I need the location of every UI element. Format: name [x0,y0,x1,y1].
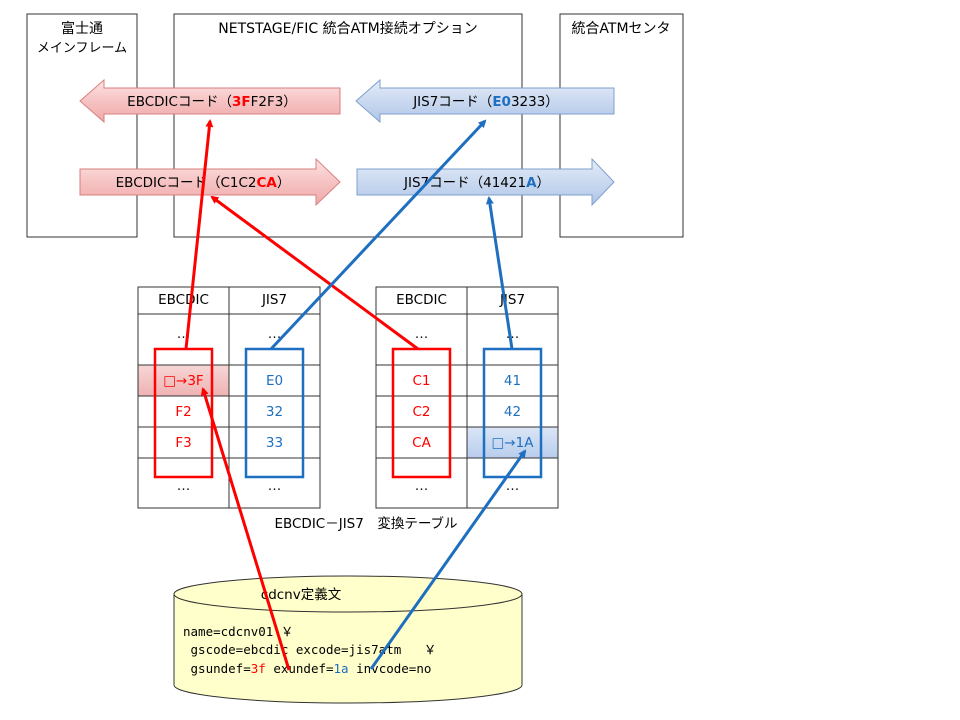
table-caption: EBCDIC－JIS7 変換テーブル [274,515,457,532]
ebcdic-out-label: EBCDICコード（3FF2F3） [127,94,297,110]
atm-center-box: 統合ATMセンタ [559,13,684,238]
highlight-cell [138,365,229,396]
table-cell: C2 [412,404,430,420]
table-cell: □→3F [163,373,203,389]
red-connector-gsundef-to-3f [200,387,291,671]
jis-in-arrow: JIS7コード（E03233） [355,78,615,124]
jis-out-label: JIS7コード（41421A） [403,175,550,191]
ebcdic-group-outline [153,347,214,479]
blue-connector-e0-to-jis-in [269,119,487,351]
table-header: JIS7 [261,292,287,308]
mainframe-subtitle: メインフレーム [37,41,127,56]
definition-cylinder: cdcnv定義文 name=cdcnv01 ￥ gscode=ebcdic ex… [173,575,523,704]
table-ellipsis: … [506,478,520,494]
netstage-box: NETSTAGE/FIC 統合ATM接続オプション [173,13,523,238]
mainframe-title: 富士通 [61,20,103,37]
table-cell: CA [412,435,431,451]
blue-connector-41-to-jis-out [485,196,514,350]
red-connector-3f-to-ebcdic-out [184,119,214,350]
table-cell: C1 [412,373,430,389]
definition-title: cdcnv定義文 [261,586,342,603]
table-cell: 41 [504,373,521,389]
table-cell: 42 [504,404,521,420]
jis7-group-outline [244,347,305,479]
ebcdic-in-arrow: EBCDICコード（C1C2CA） [79,157,341,207]
ebcdic-group-outline [391,347,452,479]
table-cell: F3 [175,435,191,451]
ebcdic-out-arrow: EBCDICコード（3FF2F3） [79,78,341,124]
jis-in-label: JIS7コード（E03233） [412,94,559,110]
jis7-group-outline [482,347,543,479]
flow-connectors [184,119,527,671]
mainframe-box: 富士通 メインフレーム [26,13,138,238]
table-cell: F2 [175,404,191,420]
table-ellipsis: … [177,478,191,494]
table-cell: 32 [266,404,283,420]
red-connector-c1-to-ebcdic-in [210,195,419,351]
table-cell: E0 [266,373,283,389]
definition-line-3: gsundef=3f exundef=1a invcode=no [183,661,431,676]
table-ellipsis: … [268,478,282,494]
table-header: EBCDIC [158,292,209,308]
atm-center-title: 統合ATMセンタ [571,21,670,37]
highlight-cell [467,427,558,458]
table-ellipsis: … [268,326,282,342]
table-ellipsis: … [415,478,429,494]
table-cell: 33 [266,435,283,451]
jis-out-arrow: JIS7コード（41421A） [356,157,615,207]
blue-connector-exundef-to-1a [369,449,527,670]
table-header: EBCDIC [396,292,447,308]
definition-line-2: gscode=ebcdic excode=jis7atm ￥ [183,642,436,657]
table-ellipsis: … [415,326,429,342]
netstage-title: NETSTAGE/FIC 統合ATM接続オプション [218,20,478,37]
definition-line-1: name=cdcnv01 ￥ [183,624,293,639]
table-cell: □→1A [492,435,535,451]
ebcdic-in-label: EBCDICコード（C1C2CA） [116,175,291,191]
